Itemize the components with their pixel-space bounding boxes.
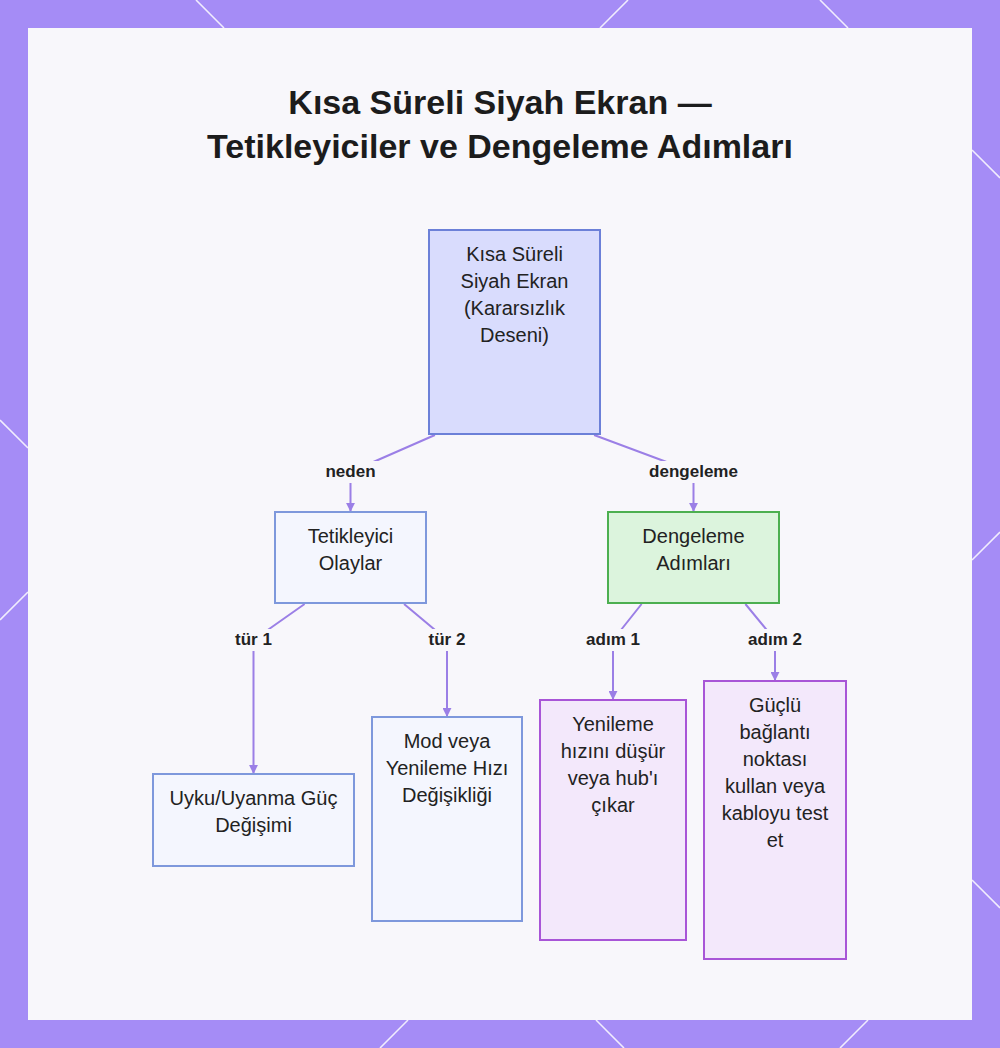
process-box: Kısa Süreli Siyah Ekran (Kararsızlık Des… xyxy=(428,229,601,435)
frame-line xyxy=(0,420,28,448)
box-text: Dengeleme Adımları xyxy=(621,523,766,577)
box-text: Yenileme hızını düşür veya hub'ı çıkar xyxy=(553,711,673,819)
diagram-title: Kısa Süreli Siyah Ekran — Tetikleyiciler… xyxy=(190,80,810,168)
edge-label: adım 2 xyxy=(744,629,806,651)
process-box: Yenileme hızını düşür veya hub'ı çıkar xyxy=(539,699,687,941)
edge-label: dengeleme xyxy=(645,461,742,483)
box-text: Kısa Süreli Siyah Ekran (Kararsızlık Des… xyxy=(442,241,587,349)
frame-line xyxy=(972,532,1000,560)
box-text: Mod veya Yenileme Hızı Değişikliği xyxy=(385,728,509,809)
process-box: Uyku/Uyanma Güç Değişimi xyxy=(152,773,355,867)
process-box: Güçlü bağlantı noktası kullan veya kablo… xyxy=(703,680,847,960)
edge-label: neden xyxy=(321,461,379,483)
box-text: Uyku/Uyanma Güç Değişimi xyxy=(166,785,341,839)
frame-line xyxy=(840,1020,868,1048)
frame-line xyxy=(600,0,628,28)
edge-label: tür 2 xyxy=(425,629,470,651)
frame-line xyxy=(820,0,848,28)
frame-line xyxy=(196,0,224,28)
box-text: Tetikleyici Olaylar xyxy=(288,523,413,577)
frame-line xyxy=(596,1020,624,1048)
process-box: Mod veya Yenileme Hızı Değişikliği xyxy=(371,716,523,922)
frame-line xyxy=(380,1020,408,1048)
process-box: Tetikleyici Olaylar xyxy=(274,511,427,604)
connector xyxy=(613,604,642,699)
process-box: Dengeleme Adımları xyxy=(607,511,780,604)
edge-label: adım 1 xyxy=(582,629,644,651)
connector xyxy=(404,604,447,716)
frame-line xyxy=(0,592,28,620)
box-text: Güçlü bağlantı noktası kullan veya kablo… xyxy=(717,692,833,854)
frame-line xyxy=(972,880,1000,908)
edge-label: tür 1 xyxy=(231,629,276,651)
frame-line xyxy=(972,150,1000,178)
